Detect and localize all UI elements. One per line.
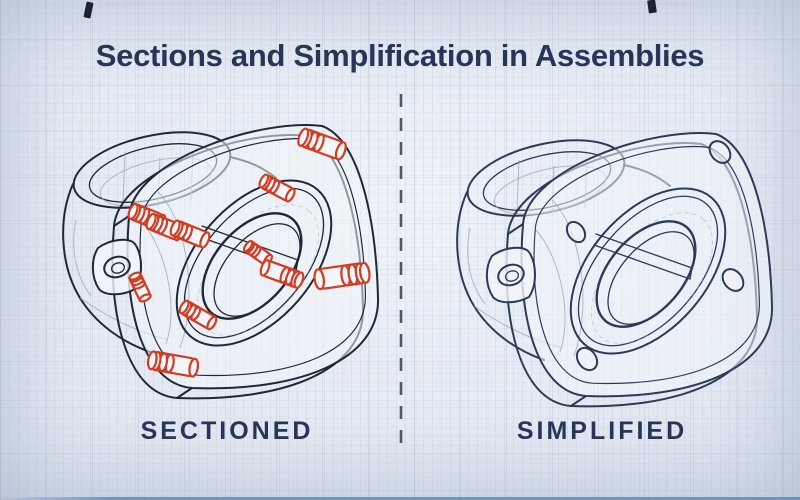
simplified-label: SIMPLIFIED (516, 417, 688, 445)
red-fasteners-group (127, 127, 371, 378)
sectioned-label: SECTIONED (140, 417, 314, 445)
corner-holes-group (565, 140, 745, 372)
bottom-accent-bar (0, 497, 800, 500)
simplified-drawing (455, 125, 774, 408)
sectioned-drawing (61, 117, 380, 400)
page-title: Sections and Simplification in Assemblie… (95, 38, 705, 73)
